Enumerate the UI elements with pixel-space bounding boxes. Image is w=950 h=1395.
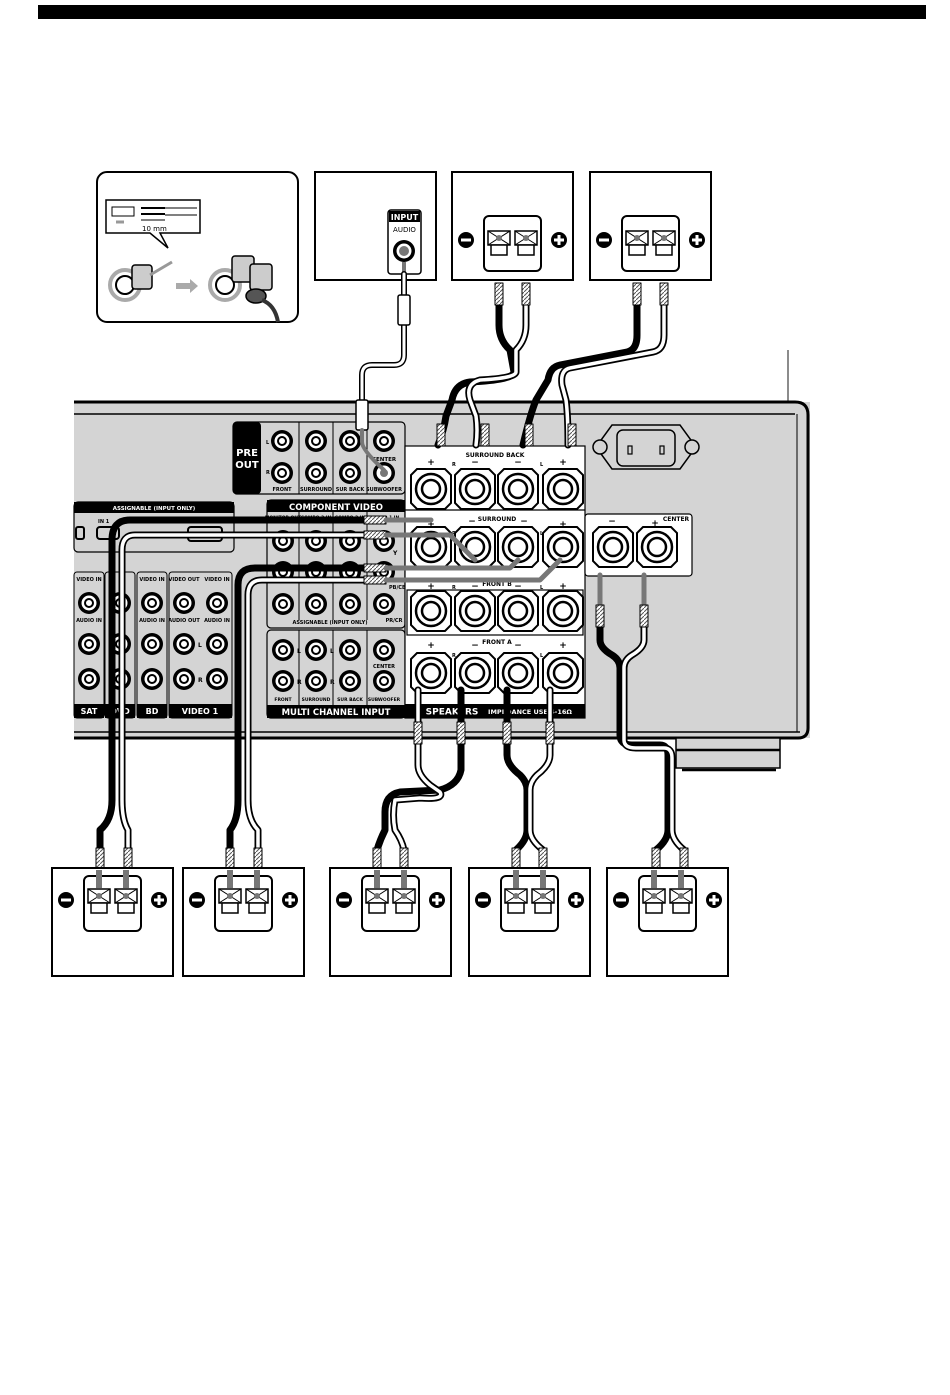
- svg-text:SUR BACK: SUR BACK: [337, 697, 363, 703]
- svg-text:L: L: [540, 653, 544, 659]
- svg-text:+: +: [651, 519, 659, 529]
- page-header-bar: [38, 5, 926, 19]
- svg-text:R: R: [330, 679, 335, 686]
- svg-text:−: −: [471, 458, 479, 468]
- assignable-label: ASSIGNABLE (INPUT ONLY): [113, 506, 196, 512]
- svg-text:R: R: [266, 470, 270, 476]
- subwoofer-box: INPUT AUDIO: [314, 171, 437, 281]
- receiver-rear-panel: PRE OUT L R CENTER FRONT SURROUND SUR BA…: [73, 400, 810, 772]
- svg-text:+: +: [559, 582, 567, 592]
- front-a-label: FRONT A: [482, 639, 512, 646]
- svg-text:SUR BACK: SUR BACK: [336, 487, 366, 493]
- center-label: CENTER: [663, 516, 690, 523]
- svg-text:−: −: [520, 517, 528, 527]
- pre-out-title: PRE: [236, 448, 258, 459]
- svg-text:L: L: [198, 642, 202, 649]
- svg-text:SURROUND: SURROUND: [302, 697, 331, 703]
- svg-text:−: −: [468, 517, 476, 527]
- svg-text:−: −: [471, 641, 479, 651]
- input-label-video1: VIDEO 1: [182, 707, 219, 716]
- input-label-sat: SAT: [81, 707, 98, 716]
- av-input-section: SAT DVD BD VIDEO 1 VIDEO IN VIDEO OUT VI…: [73, 571, 233, 719]
- svg-text:L: L: [297, 648, 301, 655]
- svg-text:R: R: [452, 462, 456, 468]
- svg-text:VIDEO IN: VIDEO IN: [76, 577, 101, 583]
- svg-text:IN 1: IN 1: [98, 519, 110, 525]
- svg-text:AUDIO OUT: AUDIO OUT: [168, 618, 200, 624]
- svg-text:AUDIO IN: AUDIO IN: [139, 618, 165, 624]
- svg-text:+: +: [427, 458, 435, 468]
- svg-text:FRONT: FRONT: [274, 697, 292, 703]
- surround-back-speaker-right: [451, 171, 574, 281]
- svg-text:R: R: [452, 585, 456, 591]
- svg-text:−: −: [471, 582, 479, 592]
- speaker-front-right: [329, 867, 452, 977]
- svg-text:R: R: [198, 677, 203, 684]
- impedance-label: IMPEDANCE USE 4-16Ω: [488, 708, 572, 716]
- svg-text:CENTER: CENTER: [373, 664, 395, 670]
- svg-text:VIDEO IN: VIDEO IN: [139, 577, 164, 583]
- strip-length-label: 10 mm: [142, 225, 167, 233]
- speakers-label: SPEAKERS: [426, 708, 479, 718]
- svg-text:Y: Y: [392, 550, 398, 557]
- subwoofer-audio-label: AUDIO: [393, 226, 416, 234]
- speaker-cables: [95, 271, 689, 874]
- svg-text:−: −: [514, 458, 522, 468]
- assignable-input-section: ASSIGNABLE (INPUT ONLY) IN 1: [73, 501, 235, 553]
- svg-text:+: +: [559, 458, 567, 468]
- surround-back-speaker-left: [589, 171, 712, 281]
- svg-text:PR/CR: PR/CR: [386, 618, 403, 624]
- svg-text:ASSIGNABLE (INPUT ONLY): ASSIGNABLE (INPUT ONLY): [293, 620, 368, 626]
- svg-text:−: −: [514, 582, 522, 592]
- svg-text:L: L: [540, 585, 544, 591]
- svg-text:+: +: [427, 641, 435, 651]
- subwoofer-input-jack: [393, 240, 415, 262]
- svg-text:VIDEO IN: VIDEO IN: [204, 577, 229, 583]
- surround-back-label: SURROUND BACK: [466, 452, 525, 459]
- speaker-surround-left: [182, 867, 305, 977]
- svg-text:SUBWOOFER: SUBWOOFER: [366, 487, 402, 493]
- subwoofer-input-label: INPUT: [391, 213, 419, 222]
- speaker-surround-right: [51, 867, 174, 977]
- svg-text:SURROUND: SURROUND: [300, 487, 332, 493]
- svg-text:L: L: [540, 462, 544, 468]
- svg-text:−: −: [514, 641, 522, 651]
- svg-text:L: L: [330, 648, 334, 655]
- svg-text:AUDIO IN: AUDIO IN: [204, 618, 230, 624]
- svg-text:+: +: [427, 582, 435, 592]
- svg-text:+: +: [559, 641, 567, 651]
- svg-text:−: −: [608, 517, 616, 527]
- svg-text:OUT: OUT: [235, 460, 259, 471]
- speaker-center: [606, 867, 729, 977]
- front-b-label: FRONT B: [482, 581, 512, 588]
- multi-channel-title: MULTI CHANNEL INPUT: [282, 708, 391, 718]
- component-video-title: COMPONENT VIDEO: [289, 503, 383, 513]
- multi-channel-input-section: MULTI CHANNEL INPUT L L R R CENTER FRONT…: [266, 629, 406, 719]
- svg-text:SUBWOOFER: SUBWOOFER: [368, 697, 401, 703]
- inset-wire-stripping: 10 mm: [96, 171, 299, 323]
- ac-inlet: [592, 424, 700, 470]
- speaker-front-left: [468, 867, 591, 977]
- svg-text:CENTER: CENTER: [372, 457, 397, 463]
- svg-text:VIDEO OUT: VIDEO OUT: [168, 577, 200, 583]
- svg-text:R: R: [452, 653, 456, 659]
- pre-out-section: PRE OUT L R CENTER FRONT SURROUND SUR BA…: [232, 421, 406, 495]
- svg-text:R: R: [297, 679, 302, 686]
- svg-text:AUDIO IN: AUDIO IN: [76, 618, 102, 624]
- svg-text:PB/CB: PB/CB: [389, 585, 406, 591]
- svg-text:L: L: [266, 440, 270, 446]
- svg-text:+: +: [559, 520, 567, 530]
- input-label-bd: BD: [146, 707, 159, 716]
- surround-label: SURROUND: [478, 516, 516, 523]
- svg-text:+: +: [427, 520, 435, 530]
- svg-text:FRONT: FRONT: [272, 487, 292, 493]
